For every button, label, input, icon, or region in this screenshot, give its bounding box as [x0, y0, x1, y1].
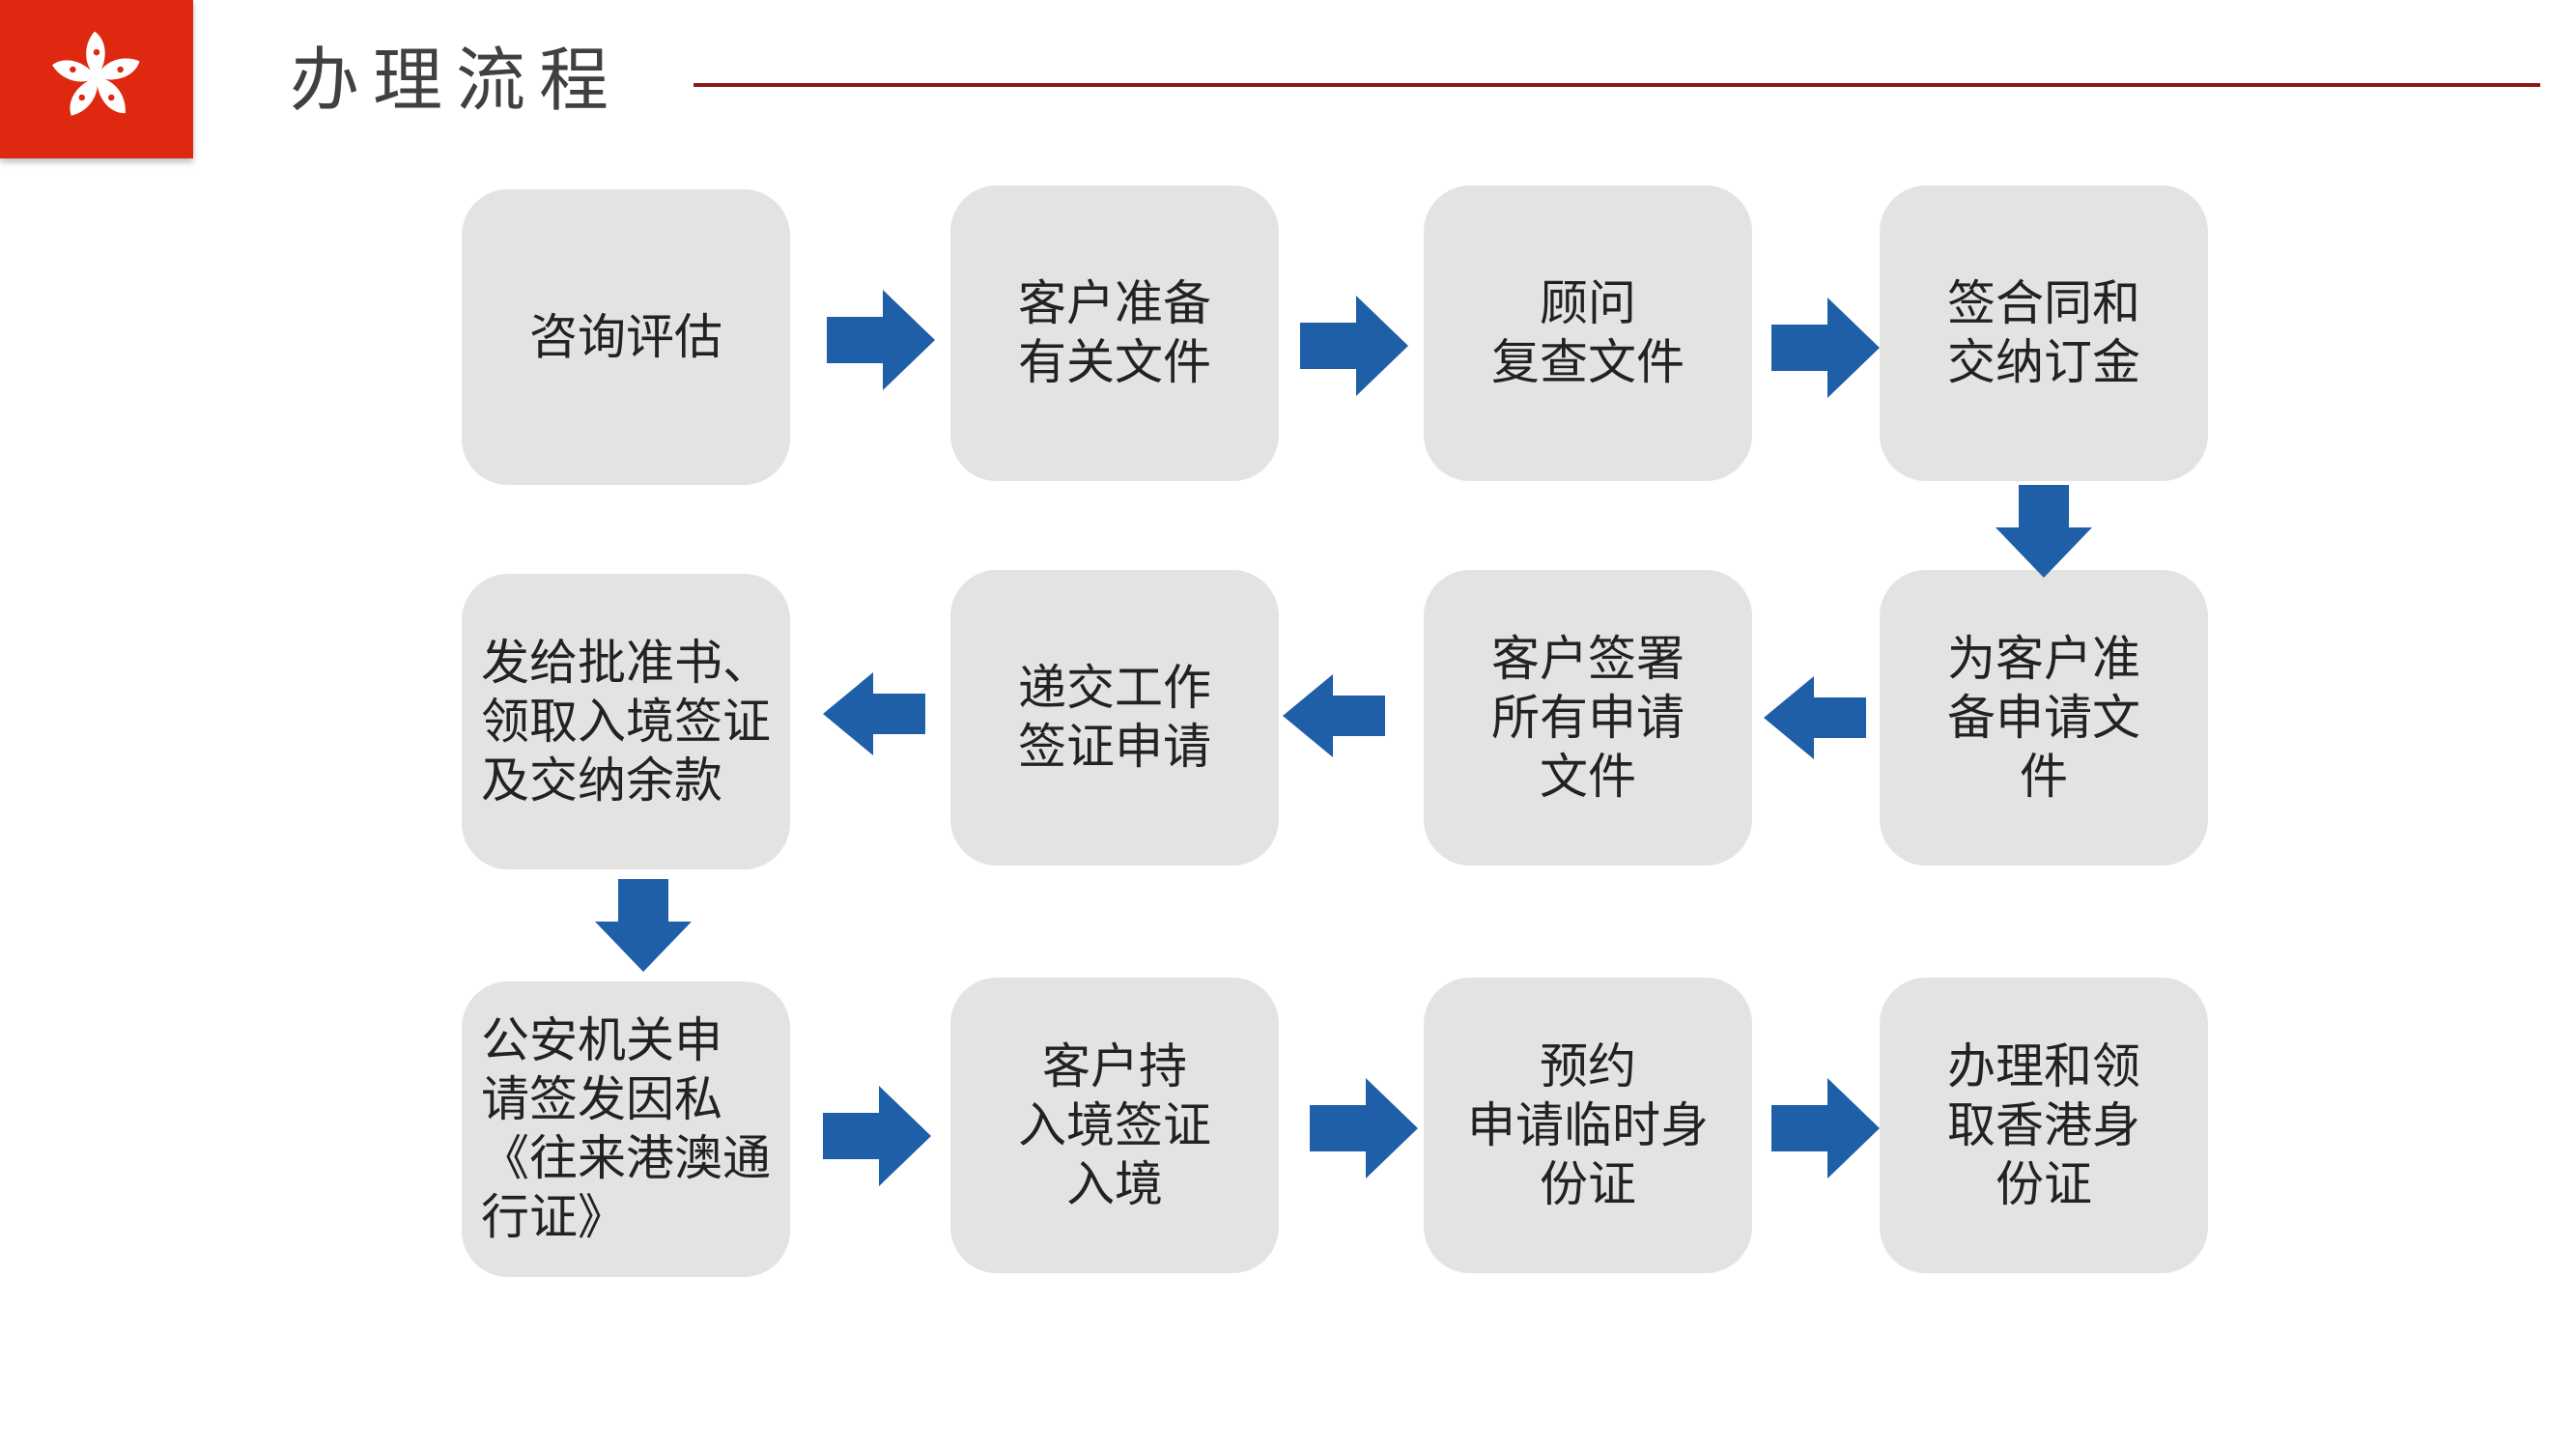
step-label-11: 预约 申请临时身 份证 — [1467, 1037, 1709, 1212]
arrow-right-3-4 — [1771, 298, 1880, 398]
step-box-4: 签合同和 交纳订金 — [1880, 185, 2208, 481]
arrow-left-6-7 — [1283, 674, 1385, 757]
arrow-right-2-3 — [1300, 296, 1408, 396]
step-box-8: 发给批准书、 领取入境签证 及交纳余款 — [462, 574, 790, 869]
arrow-down-8-9 — [595, 879, 692, 972]
step-label-8: 发给批准书、 领取入境签证 及交纳余款 — [481, 634, 771, 809]
step-label-6: 客户签署 所有申请 文件 — [1491, 630, 1684, 805]
step-box-1: 咨询评估 — [462, 189, 790, 485]
step-box-12: 办理和领 取香港身 份证 — [1880, 978, 2208, 1273]
step-box-9: 公安机关申 请签发因私 《往来港澳通 行证》 — [462, 981, 790, 1277]
bauhinia-flower-icon — [52, 31, 140, 116]
step-label-9: 公安机关申 请签发因私 《往来港澳通 行证》 — [481, 1012, 771, 1245]
step-label-3: 顾问 复查文件 — [1491, 275, 1684, 390]
arrow-left-5-6 — [1764, 676, 1866, 759]
step-box-5: 为客户准 备申请文 件 — [1880, 570, 2208, 866]
step-box-3: 顾问 复查文件 — [1424, 185, 1752, 481]
step-label-7: 递交工作 签证申请 — [1018, 660, 1211, 775]
arrow-right-9-10 — [823, 1086, 931, 1186]
step-box-11: 预约 申请临时身 份证 — [1424, 978, 1752, 1273]
title-divider — [694, 83, 2540, 87]
arrow-down-4-5 — [1996, 485, 2092, 578]
step-box-7: 递交工作 签证申请 — [950, 570, 1279, 866]
hong-kong-flag-logo — [0, 0, 193, 158]
step-label-2: 客户准备 有关文件 — [1018, 275, 1211, 390]
step-label-12: 办理和领 取香港身 份证 — [1947, 1037, 2140, 1212]
step-label-4: 签合同和 交纳订金 — [1947, 275, 2140, 390]
step-box-2: 客户准备 有关文件 — [950, 185, 1279, 481]
arrow-right-1-2 — [827, 290, 935, 390]
step-label-5: 为客户准 备申请文 件 — [1947, 630, 2140, 805]
arrow-left-7-8 — [823, 672, 925, 755]
step-label-10: 客户持 入境签证 入境 — [1018, 1037, 1211, 1212]
arrow-right-10-11 — [1310, 1078, 1418, 1179]
step-box-6: 客户签署 所有申请 文件 — [1424, 570, 1752, 866]
step-box-10: 客户持 入境签证 入境 — [950, 978, 1279, 1273]
step-label-1: 咨询评估 — [529, 308, 722, 365]
arrow-right-11-12 — [1771, 1078, 1880, 1179]
page-title: 办理流程 — [290, 40, 623, 121]
